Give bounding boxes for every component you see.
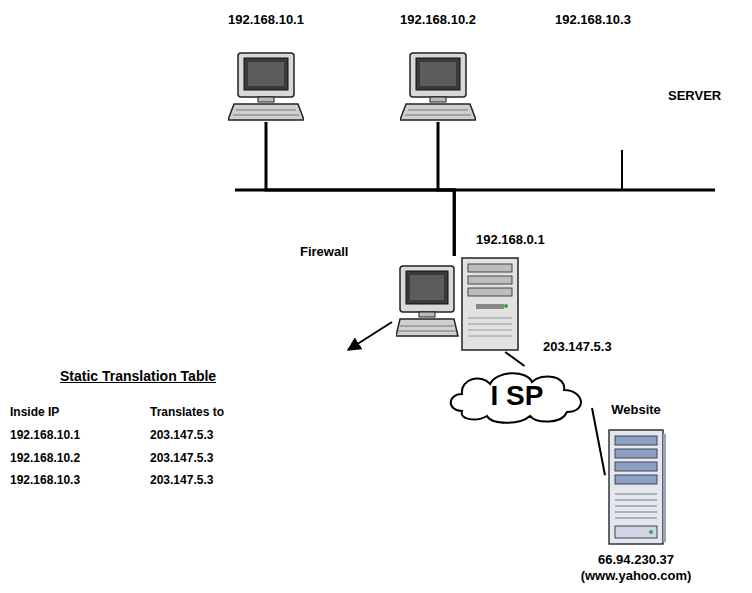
table-cell: 192.168.10.2 — [10, 450, 80, 466]
network-link — [592, 408, 605, 475]
isp-cloud: I SP — [442, 366, 592, 426]
server-label: SERVER — [668, 88, 721, 104]
workstation: 192.168.10.1 — [228, 52, 304, 122]
ip-address: 192.168.10.3 — [555, 12, 631, 28]
ip-address: 66.94.230.37 (www.yahoo.com) — [571, 552, 701, 584]
web-server-outline — [605, 428, 667, 546]
website-label: Website — [611, 402, 661, 418]
table-cell: 203.147.5.3 — [150, 427, 213, 443]
cloud-label: I SP — [442, 366, 592, 426]
workstation: 192.168.10.2 — [400, 52, 476, 122]
table-header: Inside IP — [10, 404, 59, 420]
pointer-arrow — [348, 322, 392, 350]
network-link — [266, 122, 454, 256]
table-title: Static Translation Table — [60, 368, 216, 384]
table-cell: 203.147.5.3 — [150, 450, 213, 466]
workstation-outline — [400, 52, 476, 122]
network-link — [438, 122, 454, 256]
ip-address: 192.168.10.1 — [228, 12, 304, 28]
device-label: Firewall — [300, 244, 348, 260]
workstation-outline — [228, 52, 304, 122]
ip-address: 192.168.0.1 — [476, 232, 545, 248]
table-cell: 192.168.10.3 — [10, 472, 80, 488]
table-cell: 203.147.5.3 — [150, 472, 213, 488]
table-header: Translates to — [150, 404, 224, 420]
table-cell: 192.168.10.1 — [10, 427, 80, 443]
ip-address: 192.168.10.2 — [400, 12, 476, 28]
web-server: Website66.94.230.37 (www.yahoo.com) — [605, 428, 667, 546]
firewall-device-outline — [396, 256, 520, 352]
network-link — [505, 352, 524, 366]
server-drop — [621, 150, 623, 190]
firewall-device: Firewall — [396, 256, 520, 352]
ip-address: 203.147.5.3 — [543, 339, 612, 355]
